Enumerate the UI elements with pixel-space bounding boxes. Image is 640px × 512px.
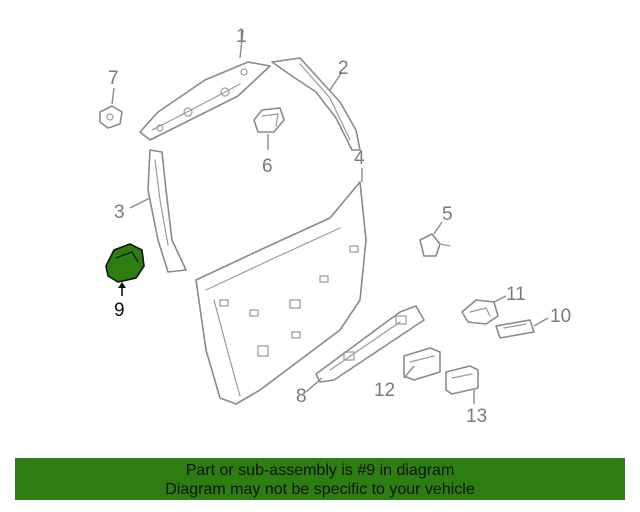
part-11-clip — [461, 299, 499, 325]
part-1-upper-trim — [139, 61, 271, 141]
part-9-highlighted — [105, 243, 145, 283]
callout-3: 3 — [114, 202, 125, 223]
part-4-liftgate-panel — [195, 181, 367, 405]
callout-6: 6 — [262, 156, 273, 177]
part-2-pillar-trim — [271, 57, 361, 151]
part-8-handle-trim — [315, 305, 425, 383]
part-7-clip — [99, 105, 123, 129]
callout-8: 8 — [296, 386, 307, 407]
part-10-bezel — [495, 319, 535, 339]
part-3-side-trim — [147, 149, 187, 273]
callout-11: 11 — [506, 284, 526, 305]
part-12-switch — [403, 347, 441, 381]
banner-line-1: Part or sub-assembly is #9 in diagram — [185, 462, 455, 479]
callout-1: 1 — [236, 26, 247, 47]
callout-13: 13 — [466, 406, 487, 427]
banner-line-2: Diagram may not be specific to your vehi… — [165, 481, 475, 498]
callout-4: 4 — [354, 148, 365, 169]
callout-2: 2 — [338, 58, 349, 79]
part-13-switch — [445, 365, 479, 395]
callout-7: 7 — [108, 68, 119, 89]
callout-12: 12 — [374, 380, 395, 401]
part-6-bracket — [253, 107, 285, 133]
info-banner: Part or sub-assembly is #9 in diagram Di… — [15, 458, 625, 500]
parts-diagram: 1 2 7 6 3 4 — [99, 26, 571, 427]
part-5-push-pin — [419, 233, 451, 257]
callout-9: 9 — [114, 300, 125, 321]
callout-5: 5 — [442, 204, 453, 225]
callout-10: 10 — [550, 306, 571, 327]
